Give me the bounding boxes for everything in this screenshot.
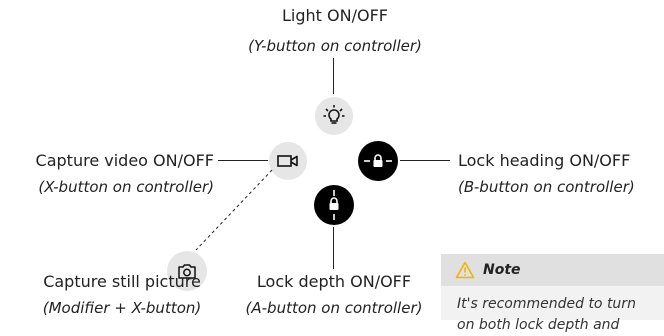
light-connector <box>333 58 334 94</box>
light-title: Light ON/OFF <box>282 6 388 25</box>
lightbulb-icon <box>323 105 345 124</box>
warning-icon <box>455 261 475 279</box>
note-body: It's recommended to turn on both lock de… <box>441 286 664 336</box>
note-line-1: It's recommended to turn <box>457 296 636 312</box>
light-button[interactable] <box>315 97 353 135</box>
video-hint: (X-button on controller) <box>38 178 214 196</box>
video-button[interactable] <box>269 142 307 180</box>
depth-hint: (A-button on controller) <box>245 299 423 317</box>
lock-depth-icon <box>329 190 339 220</box>
still-connector <box>195 169 273 251</box>
light-hint: (Y-button on controller) <box>248 37 422 55</box>
note-header: Note <box>441 254 664 286</box>
note-line-2: on both lock depth and <box>457 317 620 333</box>
still-hint: (Modifier + X-button) <box>42 299 202 317</box>
note-box: Note It's recommended to turn on both lo… <box>441 254 664 333</box>
lock-heading-button[interactable] <box>358 141 398 181</box>
lock-heading-icon <box>364 154 392 167</box>
still-picture-button[interactable] <box>167 251 207 291</box>
heading-connector <box>400 160 450 161</box>
video-title: Capture video ON/OFF <box>35 151 214 170</box>
heading-label: Lock heading ON/OFF (B-button on control… <box>458 151 664 197</box>
depth-label: Lock depth ON/OFF (A-button on controlle… <box>228 272 440 318</box>
lock-depth-button[interactable] <box>314 185 354 225</box>
still-label: Capture still picture (Modifier + X-butt… <box>24 272 220 318</box>
video-label: Capture video ON/OFF (X-button on contro… <box>0 151 214 197</box>
heading-hint: (B-button on controller) <box>458 178 635 196</box>
camera-icon <box>178 264 196 279</box>
still-title: Capture still picture <box>43 272 201 291</box>
video-connector <box>218 160 268 161</box>
video-camera-icon <box>277 155 298 167</box>
depth-title: Lock depth ON/OFF <box>256 272 412 291</box>
note-title: Note <box>483 262 521 278</box>
light-label: Light ON/OFF (Y-button on controller) <box>230 6 440 56</box>
depth-connector <box>333 227 334 269</box>
heading-title: Lock heading ON/OFF <box>458 151 631 170</box>
